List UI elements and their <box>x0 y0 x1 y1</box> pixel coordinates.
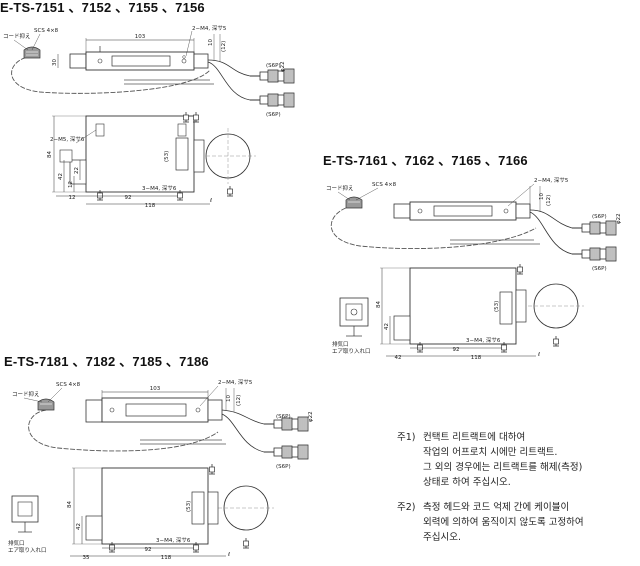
scs-label: SCS 4×8 <box>56 382 81 388</box>
s6p-label-2: (S6P) <box>592 266 607 272</box>
note-2-line-2: 외력에 의하여 움직이지 않도록 고정하여 <box>423 517 584 528</box>
cord-clamp-label: コード抑え <box>326 184 354 192</box>
note-2-line-1: 측정 헤드와 코드 억제 간에 케이블이 <box>423 502 570 513</box>
dim-92: 92 <box>453 347 460 353</box>
dim-12: (12) <box>546 195 552 206</box>
dim-84: 84 <box>47 151 53 158</box>
dim-42b: 42 <box>395 355 402 361</box>
top-view: 103 10 (12) φ22 コード抑え SCS 4×8 2−M4, 深サ5 … <box>12 378 314 470</box>
dim-phi22: φ22 <box>616 213 622 224</box>
drawing-e-ts-7151: 103 10 (12) φ22 30 コード抑え SCS 4×8 2−M4, 深… <box>3 24 295 209</box>
dim-12b: 12 <box>68 181 74 188</box>
note-2-mark: 주2) <box>397 502 416 513</box>
m4-depth6-label: 3−M4, 深サ6 <box>156 536 191 544</box>
dim-l: ℓ <box>209 198 212 204</box>
dim-103: 103 <box>150 386 161 392</box>
dim-l: ℓ <box>227 552 230 558</box>
dim-12: (12) <box>221 41 227 52</box>
note-2: 주2) 측정 헤드와 코드 억제 간에 케이블이 외력에 의하여 움직이지 않도록… <box>397 500 584 545</box>
dim-84: 84 <box>376 301 382 308</box>
note-1-mark: 주1) <box>397 432 416 443</box>
m5-depth6-label: 2−M5, 深サ6 <box>50 135 85 143</box>
model-title-7181: E-TS-7181 、7182 、7185 、7186 <box>4 354 209 369</box>
note-1-line-4: 상태로 하여 주십시오. <box>423 477 511 488</box>
side-view: 84 42 (53) 92 118 35 ℓ 3−M4, 深サ6 排気口 エア取… <box>8 463 274 561</box>
drawing-e-ts-7181: 103 10 (12) φ22 コード抑え SCS 4×8 2−M4, 深サ5 … <box>8 378 314 561</box>
side-view: 84 42 22 12 (53) 92 118 12 ℓ 2−M5, 深サ6 3… <box>47 111 256 209</box>
dim-42: 42 <box>384 323 390 330</box>
dim-92: 92 <box>125 195 132 201</box>
s6p-label-1: (S6P) <box>266 63 281 69</box>
s6p-label-1: (S6P) <box>592 214 607 220</box>
dim-10: 10 <box>226 395 232 402</box>
dim-phi22: φ22 <box>308 411 314 422</box>
exhaust-label: 排気口 <box>332 340 349 348</box>
dim-12c: 12 <box>69 195 76 201</box>
m4-depth5-label: 2−M4, 深サ5 <box>218 378 253 386</box>
dim-l: ℓ <box>537 352 540 358</box>
s6p-label-2: (S6P) <box>276 464 291 470</box>
dim-53: (53) <box>164 151 170 162</box>
dim-22: 22 <box>74 167 80 174</box>
note-1-line-1: 컨택트 리트랙트에 대하여 <box>423 432 526 443</box>
dim-42: 42 <box>58 173 64 180</box>
m4-depth6-label: 3−M4, 深サ6 <box>142 184 177 192</box>
dim-10: 10 <box>539 193 545 200</box>
dim-30: 30 <box>52 59 58 66</box>
top-view: 10 (12) φ22 コード抑え SCS 4×8 2−M4, 深サ5 (S6P… <box>326 176 622 272</box>
scs-label: SCS 4×8 <box>34 28 59 34</box>
note-1-line-3: 그 외의 경우에는 리트랙트를 해제(측정) <box>423 462 583 473</box>
dim-84: 84 <box>67 501 73 508</box>
note-1: 주1) 컨택트 리트랙트에 대하여 작업의 어프로치 시에만 리트랙트. 그 외의… <box>397 430 582 490</box>
dim-103: 103 <box>135 34 146 40</box>
exhaust-label: 排気口 <box>8 539 25 547</box>
dim-35: 35 <box>83 555 90 561</box>
scs-label: SCS 4×8 <box>372 182 397 188</box>
dim-118: 118 <box>161 555 172 561</box>
cord-clamp-label: コード抑え <box>3 32 31 40</box>
s6p-label-2: (S6P) <box>266 112 281 118</box>
model-title-7151: E-TS-7151 、7152 、7155 、7156 <box>0 0 205 15</box>
dim-53: (53) <box>494 301 500 312</box>
m4-depth5-label: 2−M4, 深サ5 <box>192 24 227 32</box>
drawing-e-ts-7161: 10 (12) φ22 コード抑え SCS 4×8 2−M4, 深サ5 (S6P… <box>326 176 622 361</box>
dim-53: (53) <box>186 501 192 512</box>
s6p-label-1: (S6P) <box>276 414 291 420</box>
dim-118: 118 <box>145 203 156 209</box>
top-view: 103 10 (12) φ22 30 コード抑え SCS 4×8 2−M4, 深… <box>3 24 295 118</box>
m4-depth6-label: 3−M4, 深サ6 <box>466 336 501 344</box>
note-1-line-2: 작업의 어프로치 시에만 리트랙트. <box>423 447 558 458</box>
dim-phi22: φ22 <box>280 61 286 72</box>
dim-42: 42 <box>76 523 82 530</box>
note-2-line-3: 주십시오. <box>423 532 461 543</box>
m4-depth5-label: 2−M4, 深サ5 <box>534 176 569 184</box>
dim-12: (12) <box>236 395 242 406</box>
air-inlet-label: エア取り入れ口 <box>332 348 371 355</box>
dim-92: 92 <box>145 547 152 553</box>
side-view: 84 42 (53) 92 118 42 ℓ 3−M4, 深サ6 排気口 エア取… <box>332 263 584 361</box>
dim-10: 10 <box>208 39 214 46</box>
cord-clamp-label: コード抑え <box>12 390 40 398</box>
air-inlet-label: エア取り入れ口 <box>8 547 47 554</box>
model-title-7161: E-TS-7161 、7162 、7165 、7166 <box>323 153 528 168</box>
dim-118: 118 <box>471 355 482 361</box>
